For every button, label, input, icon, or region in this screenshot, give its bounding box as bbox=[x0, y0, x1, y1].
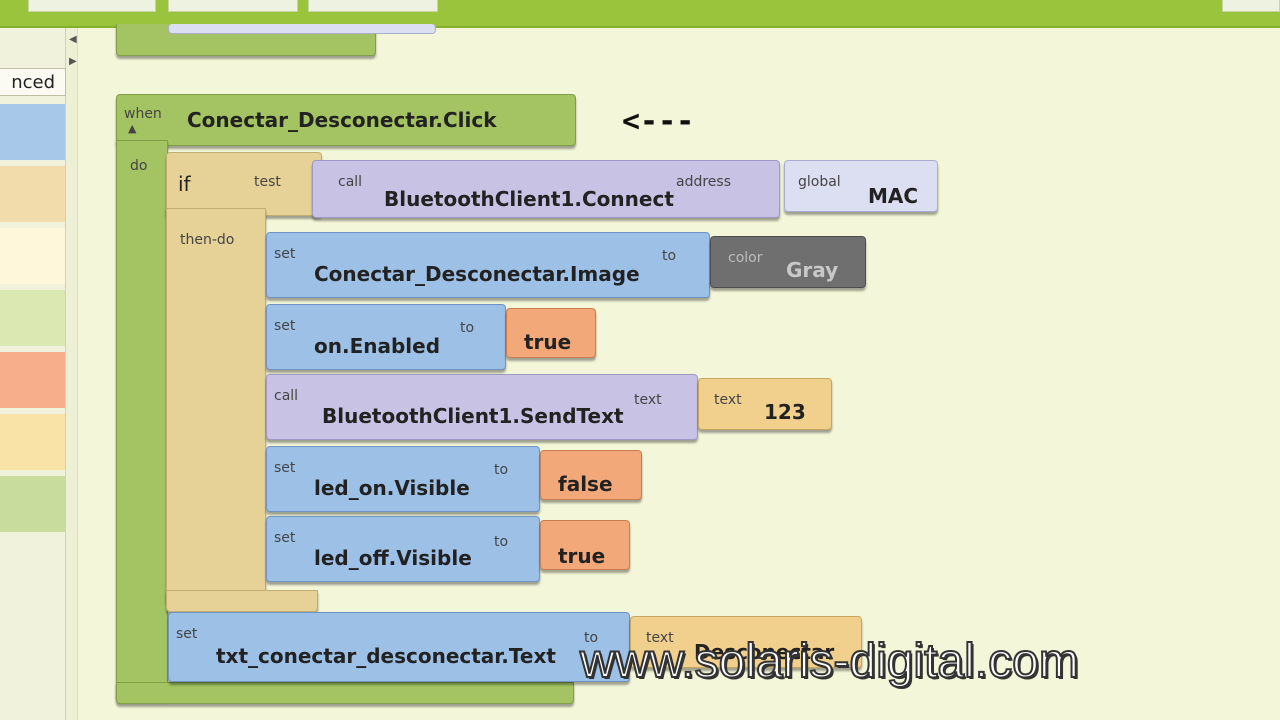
collapse-triangle-icon[interactable]: ▲ bbox=[128, 122, 137, 135]
then-do-label: then-do bbox=[180, 232, 235, 248]
set-led-on-visible-block[interactable] bbox=[266, 446, 540, 512]
to-label: to bbox=[494, 462, 509, 478]
event-block-footer bbox=[116, 682, 574, 704]
false-block[interactable] bbox=[540, 450, 642, 500]
connect-method-name: BluetoothClient1.Connect bbox=[384, 187, 674, 211]
color-gray-block[interactable] bbox=[710, 236, 866, 288]
to-label: to bbox=[662, 248, 677, 264]
panel-splitter[interactable]: ◀ ▶ bbox=[66, 28, 78, 720]
event-block-header[interactable] bbox=[116, 94, 576, 146]
if-block-body bbox=[166, 208, 266, 604]
palette-category[interactable] bbox=[0, 290, 65, 346]
set-led-off-visible-block[interactable] bbox=[266, 516, 540, 582]
palette-category[interactable] bbox=[0, 228, 65, 284]
palette-category[interactable] bbox=[0, 166, 65, 222]
palette-category[interactable] bbox=[0, 476, 65, 532]
mac-value: MAC bbox=[868, 184, 919, 208]
connect-call-block[interactable] bbox=[312, 160, 780, 218]
gray-value: Gray bbox=[786, 258, 839, 282]
if-block-footer bbox=[166, 590, 318, 612]
true-value: true bbox=[524, 330, 572, 354]
true-value: true bbox=[558, 544, 606, 568]
blocks-palette: nced bbox=[0, 28, 66, 720]
toolbar-button[interactable] bbox=[168, 0, 298, 12]
advanced-tab[interactable]: nced bbox=[0, 68, 66, 96]
color-label: color bbox=[728, 250, 763, 266]
address-label: address bbox=[676, 174, 732, 190]
to-label: to bbox=[584, 630, 599, 646]
false-value: false bbox=[558, 472, 613, 496]
text-desconectar-block[interactable] bbox=[630, 616, 862, 668]
text-arg-label: text bbox=[634, 392, 662, 408]
previous-block-inner bbox=[168, 24, 436, 34]
text-123-block[interactable] bbox=[698, 378, 832, 430]
top-toolbar bbox=[0, 0, 1280, 28]
advanced-tab-label: nced bbox=[11, 71, 55, 93]
call-label: call bbox=[274, 388, 299, 404]
set-image-target: Conectar_Desconectar.Image bbox=[314, 262, 640, 286]
text-123-value: 123 bbox=[764, 400, 806, 424]
set-label: set bbox=[274, 530, 296, 546]
event-name: Conectar_Desconectar.Click bbox=[187, 108, 497, 132]
set-image-block[interactable] bbox=[266, 232, 710, 298]
global-label: global bbox=[798, 174, 841, 190]
call-label: call bbox=[338, 174, 363, 190]
to-label: to bbox=[494, 534, 509, 550]
send-text-method-name: BluetoothClient1.SendText bbox=[322, 404, 624, 428]
expand-arrow-icon[interactable]: ▶ bbox=[69, 56, 77, 67]
if-label: if bbox=[178, 172, 191, 196]
palette-category[interactable] bbox=[0, 414, 65, 470]
text-kind-label: text bbox=[714, 392, 742, 408]
global-mac-block[interactable] bbox=[784, 160, 938, 212]
test-label: test bbox=[254, 174, 281, 190]
set-label: set bbox=[274, 318, 296, 334]
arrow-annotation: <--- bbox=[622, 104, 695, 139]
watermark-text: www.solaris-digital.com bbox=[579, 634, 1080, 689]
toolbar-button[interactable] bbox=[28, 0, 156, 12]
palette-category[interactable] bbox=[0, 352, 65, 408]
send-text-call-block[interactable] bbox=[266, 374, 698, 440]
toolbar-button[interactable] bbox=[308, 0, 438, 12]
led-on-visible-target: led_on.Visible bbox=[314, 476, 470, 500]
palette-category[interactable] bbox=[0, 104, 65, 160]
set-text-target: txt_conectar_desconectar.Text bbox=[216, 644, 556, 668]
true-block[interactable] bbox=[540, 520, 630, 570]
event-block-body bbox=[116, 140, 168, 700]
collapse-arrow-icon[interactable]: ◀ bbox=[69, 34, 77, 45]
do-label: do bbox=[130, 158, 148, 174]
set-on-enabled-block[interactable] bbox=[266, 304, 506, 370]
when-label: when bbox=[124, 106, 162, 122]
true-block[interactable] bbox=[506, 308, 596, 358]
set-label: set bbox=[274, 460, 296, 476]
set-label: set bbox=[176, 626, 198, 642]
desconectar-value: Desconectar bbox=[694, 640, 835, 664]
set-label: set bbox=[274, 246, 296, 262]
set-text-block[interactable] bbox=[168, 612, 630, 682]
text-kind-label: text bbox=[646, 630, 674, 646]
to-label: to bbox=[460, 320, 475, 336]
on-enabled-target: on.Enabled bbox=[314, 334, 441, 358]
led-off-visible-target: led_off.Visible bbox=[314, 546, 472, 570]
toolbar-button[interactable] bbox=[1222, 0, 1280, 12]
